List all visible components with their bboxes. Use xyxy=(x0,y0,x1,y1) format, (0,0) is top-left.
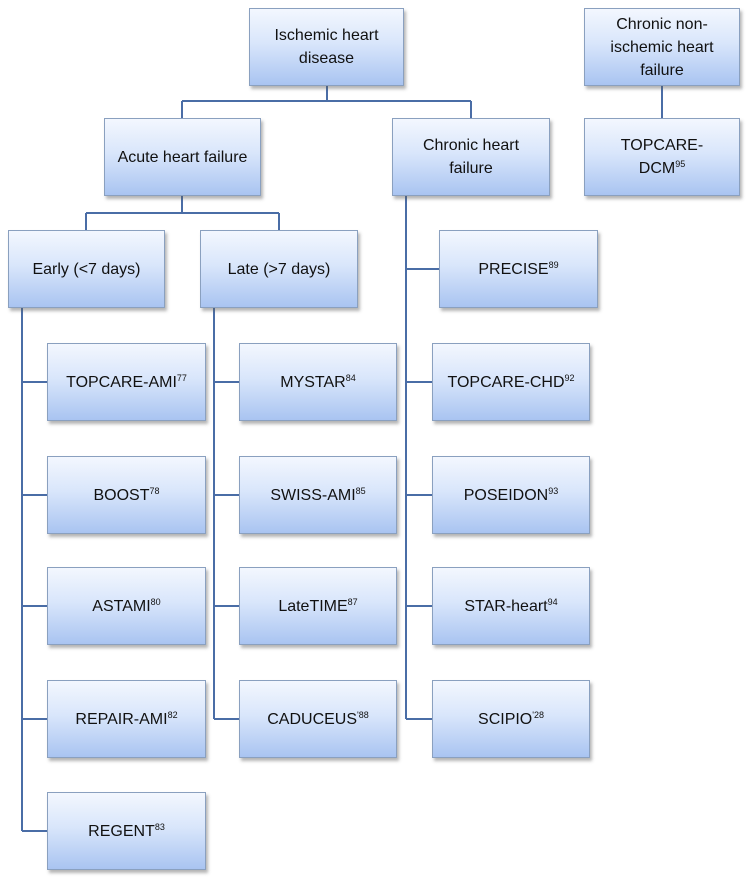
node-label: SCIPIO xyxy=(478,710,533,728)
connector-early xyxy=(21,308,47,832)
node-mystar: MYSTAR84 xyxy=(239,343,397,421)
node-reference: 84 xyxy=(345,372,356,383)
node-ischemic-heart-disease: Ischemic heart disease xyxy=(249,8,404,86)
node-label: POSEIDON xyxy=(463,486,549,504)
node-topcare-chd: TOPCARE-CHD92 xyxy=(432,343,590,421)
node-reference: '28 xyxy=(532,709,544,720)
node-early: Early (<7 days) xyxy=(8,230,165,308)
node-regent: REGENT83 xyxy=(47,792,206,870)
node-reference: 85 xyxy=(355,485,366,496)
connector-chronic xyxy=(405,196,439,720)
node-label: STAR-heart xyxy=(464,597,548,615)
node-topcare-dcm: TOPCARE-DCM95 xyxy=(584,118,740,196)
node-label: Acute heart failure xyxy=(117,148,248,166)
node-label: ASTAMI xyxy=(92,597,151,615)
node-reference: 87 xyxy=(347,596,358,607)
node-label: Ischemic heart disease xyxy=(274,27,379,67)
connector-ischemic xyxy=(181,86,472,118)
node-reference: 77 xyxy=(176,372,187,383)
node-astami: ASTAMI80 xyxy=(47,567,206,645)
node-reference: 95 xyxy=(675,159,686,169)
node-label: SWISS-AMI xyxy=(270,486,356,504)
node-label: TOPCARE-DCM xyxy=(620,137,704,177)
node-reference: 78 xyxy=(149,485,160,496)
node-label: CADUCEUS xyxy=(267,710,358,728)
node-label: Chronic heart failure xyxy=(422,137,520,177)
node-label: REPAIR-AMI xyxy=(75,710,168,728)
node-reference: '88 xyxy=(357,709,369,720)
node-topcare-ami: TOPCARE-AMI77 xyxy=(47,343,206,421)
node-chronic-heart-failure: Chronic heart failure xyxy=(392,118,550,196)
node-star-heart: STAR-heart94 xyxy=(432,567,590,645)
node-swiss-ami: SWISS-AMI85 xyxy=(239,456,397,534)
node-label: PRECISE xyxy=(478,260,549,278)
node-label: MYSTAR xyxy=(280,373,346,391)
node-latetime: LateTIME87 xyxy=(239,567,397,645)
node-label: LateTIME xyxy=(278,597,348,615)
connector-acute xyxy=(85,196,280,230)
node-boost: BOOST78 xyxy=(47,456,206,534)
node-reference: 94 xyxy=(547,596,558,607)
node-reference: 92 xyxy=(564,372,575,383)
node-label: REGENT xyxy=(88,822,155,840)
node-label: TOPCARE-CHD xyxy=(447,373,565,391)
node-acute-heart-failure: Acute heart failure xyxy=(104,118,261,196)
node-reference: 83 xyxy=(154,821,165,832)
node-caduceus: CADUCEUS'88 xyxy=(239,680,397,758)
node-repair-ami: REPAIR-AMI82 xyxy=(47,680,206,758)
node-poseidon: POSEIDON93 xyxy=(432,456,590,534)
node-label: Late (>7 days) xyxy=(227,260,331,278)
node-reference: 89 xyxy=(548,259,559,270)
node-label: BOOST xyxy=(93,486,150,504)
node-label: Chronic non-ischemic heart failure xyxy=(610,15,714,79)
node-label: Early (<7 days) xyxy=(32,260,141,278)
node-reference: 80 xyxy=(150,596,161,607)
node-reference: 82 xyxy=(167,709,178,720)
connector-late xyxy=(213,308,239,720)
node-label: TOPCARE-AMI xyxy=(66,373,177,391)
node-late: Late (>7 days) xyxy=(200,230,358,308)
node-reference: 93 xyxy=(548,485,559,496)
node-chronic-nonischemic-heart-failure: Chronic non-ischemic heart failure xyxy=(584,8,740,86)
node-scipio: SCIPIO'28 xyxy=(432,680,590,758)
node-precise: PRECISE89 xyxy=(439,230,598,308)
